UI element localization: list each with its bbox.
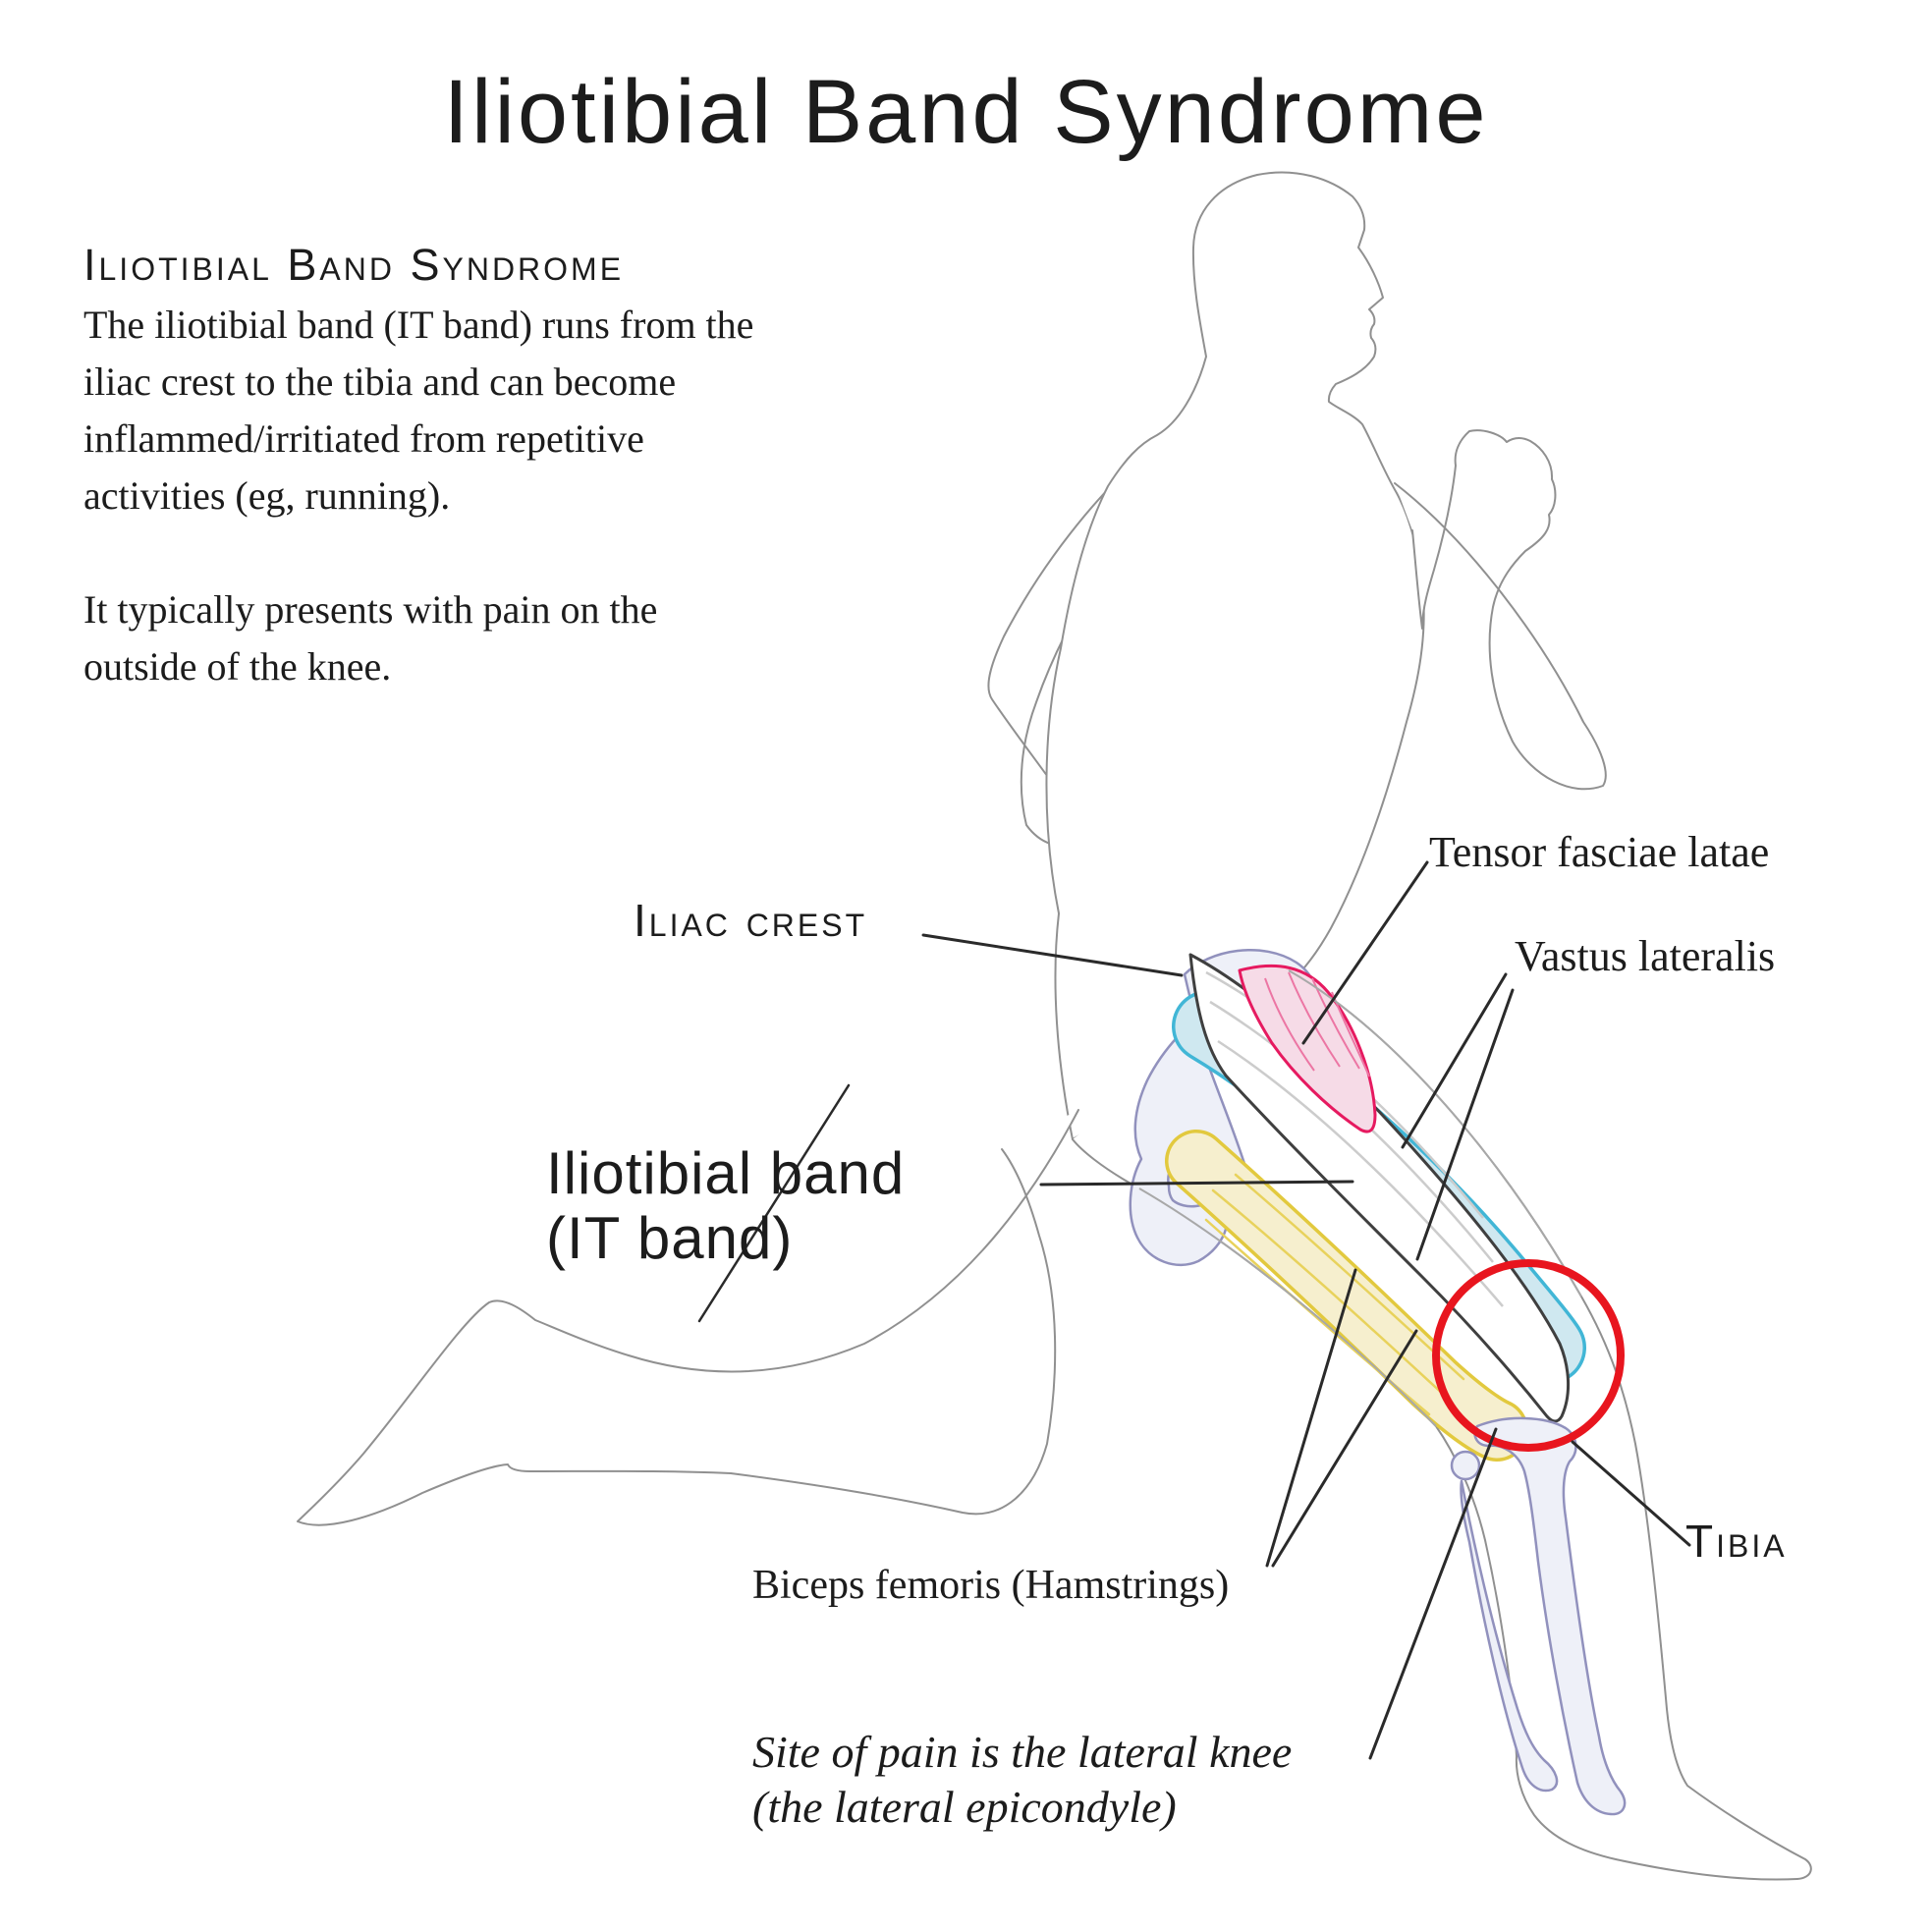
leader-tensor-fasciae-latae <box>1301 860 1429 1045</box>
page-title: Iliotibial Band Syndrome <box>443 62 1489 162</box>
intro-paragraph-1-line-2: iliac crest to the tibia and can become <box>83 359 677 404</box>
intro-paragraph-1: The iliotibial band (IT band) runs from … <box>83 297 753 524</box>
label-biceps-femoris: Biceps femoris (Hamstrings) <box>752 1563 1230 1608</box>
tfl-striation-1 <box>1264 977 1315 1072</box>
leader-iliac-crest <box>921 933 1184 977</box>
label-pain-note: Site of pain is the lateral knee (the la… <box>752 1725 1292 1835</box>
near-arm-outline <box>1394 429 1607 791</box>
leader-itband-horizontal <box>1039 1180 1354 1187</box>
leader-lines <box>697 860 1691 1760</box>
label-pain-note-line-1: Site of pain is the lateral knee <box>752 1727 1293 1777</box>
back-thigh-line <box>1138 1187 1437 1427</box>
leader-biceps-femoris-2 <box>1271 1329 1418 1568</box>
torso-head-outline <box>1045 171 1425 1140</box>
fibula-head <box>1450 1450 1481 1481</box>
itband-body <box>1188 953 1571 1423</box>
tensor-fasciae-latae-muscle <box>1238 964 1377 1133</box>
intro-paragraph-1-line-3: inflammed/irritiated from repetitive <box>83 416 644 461</box>
leader-pain-note <box>1368 1427 1498 1760</box>
biceps-striation-2 <box>1211 1188 1446 1397</box>
tfl-striation-2 <box>1288 971 1341 1068</box>
intro-paragraph-1-line-4: activities (eg, running). <box>83 473 451 518</box>
itband-striation-3 <box>1217 1039 1504 1307</box>
label-vastus-lateralis: Vastus lateralis <box>1515 932 1776 980</box>
intro-paragraph-1-line-1: The iliotibial band (IT band) runs from … <box>83 303 754 347</box>
label-iliotibial-band-line-1: Iliotibial band <box>546 1140 906 1206</box>
trailing-leg-outline <box>297 1109 1079 1526</box>
tfl-body <box>1238 964 1377 1133</box>
lower-leg-bones <box>1450 1416 1627 1816</box>
intro-paragraph-2-line-2: outside of the knee. <box>83 644 392 689</box>
leader-itband-diagonal <box>697 1083 851 1323</box>
leader-vastus-lateralis-1 <box>1401 972 1508 1149</box>
label-pain-note-line-2: (the lateral epicondyle) <box>752 1782 1177 1832</box>
label-iliac-crest: Iliac crest <box>634 895 868 946</box>
tibia-bone <box>1473 1416 1627 1816</box>
pain-site-circle <box>1432 1259 1625 1452</box>
biceps-body <box>1168 1132 1525 1459</box>
intro-heading: Iliotibial Band Syndrome <box>83 240 625 290</box>
leader-biceps-femoris-1 <box>1265 1268 1357 1568</box>
leader-vastus-lateralis-2 <box>1415 988 1515 1261</box>
intro-paragraph-2-line-1: It typically presents with pain on the <box>83 587 658 632</box>
fibula-shaft <box>1460 1479 1559 1793</box>
label-tibia: Tibia <box>1685 1516 1788 1567</box>
leader-tibia <box>1571 1440 1691 1547</box>
label-tensor-fasciae-latae: Tensor fasciae latae <box>1429 828 1770 876</box>
label-iliotibial-band: Iliotibial band (IT band) <box>546 1141 905 1271</box>
label-iliotibial-band-line-2: (IT band) <box>546 1205 794 1271</box>
intro-paragraph-2: It typically presents with pain on the o… <box>83 581 657 695</box>
